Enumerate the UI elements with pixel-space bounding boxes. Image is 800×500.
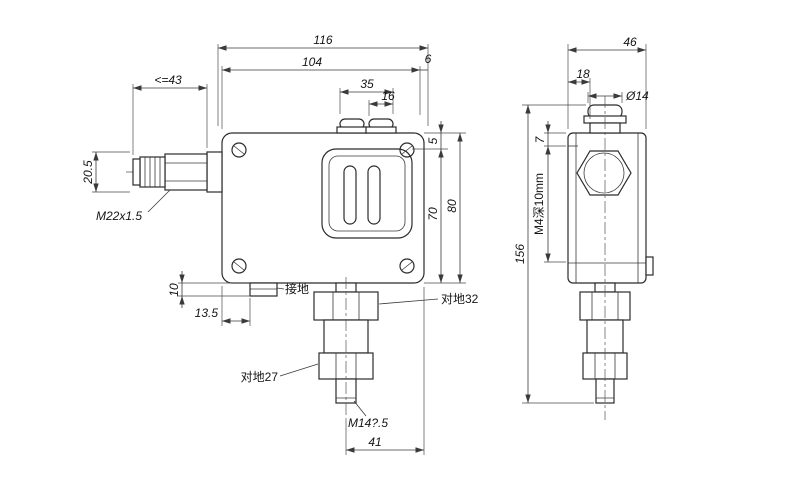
front-dimensions: 116 104 6 35 16 <=43 — [81, 33, 479, 455]
front-view — [126, 118, 425, 420]
dim-total-width-label: 116 — [313, 33, 332, 47]
ground-label: 接地 — [285, 281, 309, 296]
side-view — [567, 96, 654, 420]
corner-screws — [231, 142, 415, 274]
dim-body-width-label: 104 — [302, 55, 322, 69]
screw-icon — [231, 142, 247, 158]
gland-flange — [206, 151, 223, 193]
screw-icon — [399, 142, 415, 158]
dim-cover-gap-label: 5 — [426, 137, 440, 144]
dim-port-offset: 41 — [345, 287, 425, 455]
leader-line — [353, 400, 367, 417]
vent-slot-right — [367, 165, 381, 225]
dim-cap-diameter-label: Ø14 — [625, 89, 649, 103]
label-gland-thread: M22x1.5 — [96, 189, 171, 223]
hex-lower-label: 对地27 — [241, 370, 279, 384]
dim-cap-offset: 18 — [568, 67, 591, 119]
dim-cover-height-label: 70 — [426, 207, 440, 221]
side-dimensions: 46 18 Ø14 7 M4深10mm — [513, 35, 649, 404]
label-port-thread: M14?.5 — [348, 400, 388, 430]
gland-hex — [164, 153, 208, 191]
screw-slot — [233, 261, 245, 271]
bellows-hex-nut — [576, 150, 632, 196]
label-ground: 接地 — [276, 281, 309, 296]
dim-heights: 5 70 80 — [412, 121, 466, 284]
dim-tab-offset-label: 13.5 — [195, 306, 219, 320]
dim-tab-height-label: 10 — [167, 283, 181, 297]
hex-nut-outline — [576, 150, 632, 196]
dim-gland-height: 20.5 — [81, 151, 130, 193]
screw-slot — [401, 145, 413, 155]
dim-cap-diameter: Ø14 — [587, 89, 649, 103]
ground-tab — [249, 282, 278, 297]
dim-gland-height-label: 20.5 — [81, 160, 95, 185]
screw-slot — [401, 261, 413, 271]
leader-line — [147, 189, 171, 213]
terminal-caps — [336, 118, 397, 134]
dim-tab-height: 10 — [167, 271, 250, 308]
port-thread-label: M14?.5 — [348, 416, 388, 430]
dim-tab-offset: 13.5 — [195, 286, 251, 326]
screw-icon — [399, 258, 415, 274]
screw-icon — [231, 258, 247, 274]
vent-slot-left — [343, 165, 357, 225]
dim-caps: 35 16 — [339, 77, 395, 116]
dim-port-offset-label: 41 — [368, 435, 381, 449]
cable-gland — [132, 151, 223, 193]
ground-tab-body — [249, 282, 278, 297]
cover-window-inner — [328, 155, 406, 232]
dim-hole-offset-label: 7 — [533, 135, 547, 143]
dim-hole-offset: 7 — [533, 121, 566, 147]
gland-end — [132, 158, 141, 186]
dim-mount-thread: M4深10mm — [532, 146, 566, 263]
dim-cap-offset-label: 18 — [576, 67, 590, 81]
gland-thread-label: M22x1.5 — [96, 209, 142, 223]
terminal-cap-base — [365, 126, 397, 134]
cover-window — [321, 148, 413, 239]
terminal-cap-base — [336, 126, 368, 134]
mount-thread-label: M4深10mm — [532, 173, 546, 235]
gland-cap — [139, 156, 166, 188]
body-outline — [221, 132, 425, 284]
side-tab — [645, 256, 654, 276]
hex-nut-circle — [583, 152, 625, 194]
dim-total-width: 116 — [217, 33, 429, 126]
dim-body-width: 104 6 — [221, 52, 432, 129]
screw-slot — [233, 145, 245, 155]
label-hex-upper: 对地32 — [378, 292, 479, 306]
dim-gland-length-label: <=43 — [154, 73, 182, 87]
dim-edge-offset-label: 6 — [425, 52, 432, 66]
dim-cap-width-label: 16 — [381, 89, 395, 103]
dim-gland-length: <=43 — [132, 73, 208, 155]
leader-line — [276, 287, 285, 290]
dim-depth: 46 — [567, 35, 647, 129]
label-hex-lower: 对地27 — [241, 363, 319, 384]
leader-line — [279, 363, 319, 377]
hex-upper-label: 对地32 — [441, 292, 479, 306]
leader-line — [378, 298, 439, 305]
dim-body-height-label: 80 — [445, 199, 459, 213]
dim-total-height-label: 156 — [513, 244, 527, 264]
dim-total-height: 156 — [513, 104, 594, 404]
dim-caps-span-label: 35 — [360, 77, 374, 91]
dim-depth-label: 46 — [623, 35, 637, 49]
